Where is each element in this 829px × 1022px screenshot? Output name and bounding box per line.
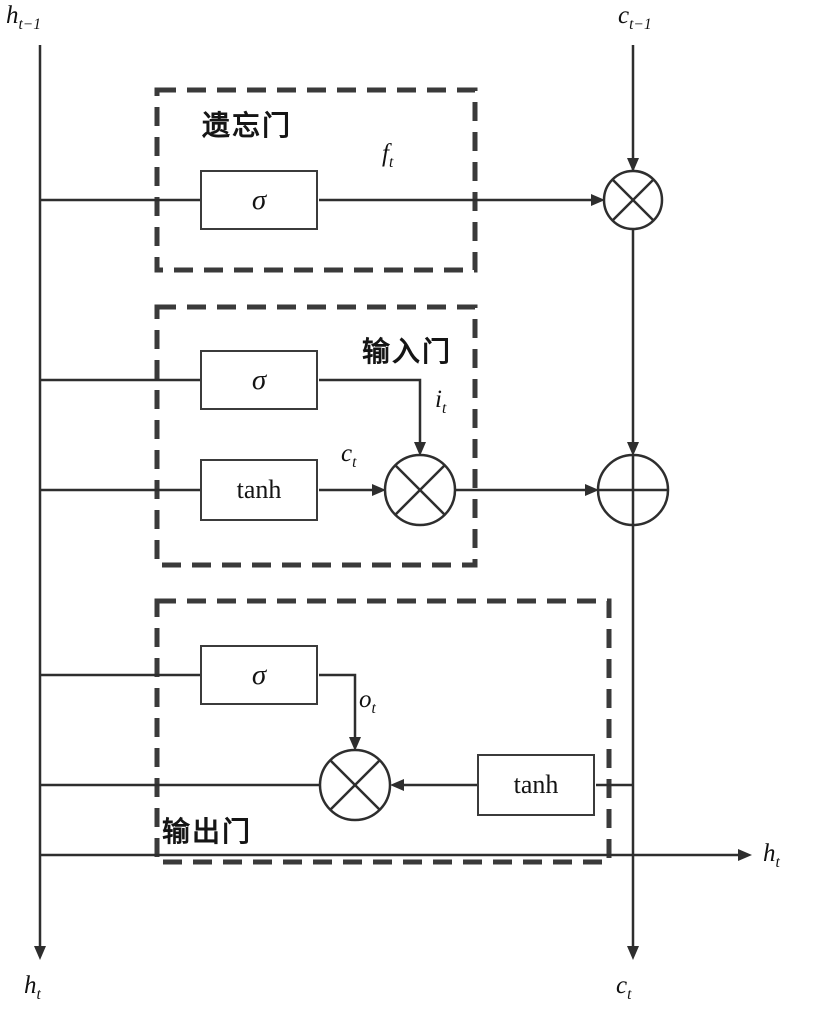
output-gate-title: 输出门 xyxy=(162,816,253,847)
input-gate-box xyxy=(154,304,478,568)
input-tanh-box: tanh xyxy=(200,459,318,521)
output-tanh-box: tanh xyxy=(477,754,595,816)
output-gate-box xyxy=(154,598,612,865)
input-sigma-output-line xyxy=(319,378,422,448)
arrow-into-add xyxy=(585,484,599,496)
input-sigma-signal-base: i xyxy=(435,386,442,413)
forget-gate-title: 遗忘门 xyxy=(202,110,293,141)
input-sigma-box: σ xyxy=(200,350,318,410)
h-prev-sub: t−1 xyxy=(18,16,42,33)
input-tanh-signal-label: ct xyxy=(341,440,356,472)
arrow-input-tanh xyxy=(372,484,386,496)
output-sigma-signal-label: ot xyxy=(359,686,376,718)
h-out-bottom-base: h xyxy=(24,972,37,999)
output-sigma-output-line xyxy=(319,673,357,742)
arrow-c-into-add xyxy=(627,442,639,456)
arrow-into-forget-multiply xyxy=(627,158,639,172)
output-tanh-label: tanh xyxy=(513,770,559,799)
c-out-bottom-base: c xyxy=(616,972,628,999)
input-gate-title: 输入门 xyxy=(362,336,453,367)
input-multiply-icon xyxy=(383,453,457,527)
arrow-c-out-bottom xyxy=(627,946,639,960)
forget-gate-box xyxy=(154,87,478,273)
h-out-right-label: ht xyxy=(763,840,780,872)
c-prev-label: ct−1 xyxy=(618,2,652,34)
arrow-input-sigma xyxy=(414,442,426,456)
arrow-h-out-right xyxy=(738,849,752,861)
c-prev-sub: t−1 xyxy=(629,16,652,33)
c-out-bottom-sub: t xyxy=(627,986,632,1003)
h-out-right-sub: t xyxy=(775,854,780,871)
arrow-output-tanh xyxy=(390,779,404,791)
output-sigma-signal-sub: t xyxy=(371,700,376,717)
h-out-right-base: h xyxy=(763,840,776,867)
forget-sigma-box: σ xyxy=(200,170,318,230)
output-sigma-box: σ xyxy=(200,645,318,705)
forget-signal-base: f xyxy=(382,140,389,167)
forget-signal-sub: t xyxy=(388,154,394,171)
h-out-bottom-sub: t xyxy=(36,986,41,1003)
h-out-bottom-label: ht xyxy=(24,972,41,1004)
output-multiply-icon xyxy=(318,748,392,822)
c-prev-base: c xyxy=(618,2,630,29)
input-sigma-label: σ xyxy=(251,363,267,396)
output-sigma-label: σ xyxy=(251,658,267,691)
h-prev-base: h xyxy=(6,2,19,29)
forget-sigma-label: σ xyxy=(251,183,267,216)
forget-signal-label: ft xyxy=(382,140,393,172)
output-sigma-signal-base: o xyxy=(359,686,372,713)
h-prev-label: ht−1 xyxy=(6,2,41,34)
cell-add-icon xyxy=(596,453,670,527)
arrow-forget-output xyxy=(591,194,605,206)
input-tanh-label: tanh xyxy=(236,475,282,504)
arrow-output-sigma xyxy=(349,737,361,751)
arrow-h-out-bottom xyxy=(34,946,46,960)
input-sigma-signal-label: it xyxy=(435,386,446,418)
c-out-bottom-label: ct xyxy=(616,972,631,1004)
forget-multiply-icon xyxy=(602,169,664,231)
input-tanh-signal-base: c xyxy=(341,440,353,467)
input-tanh-signal-sub: t xyxy=(352,454,357,471)
input-sigma-signal-sub: t xyxy=(441,400,447,417)
